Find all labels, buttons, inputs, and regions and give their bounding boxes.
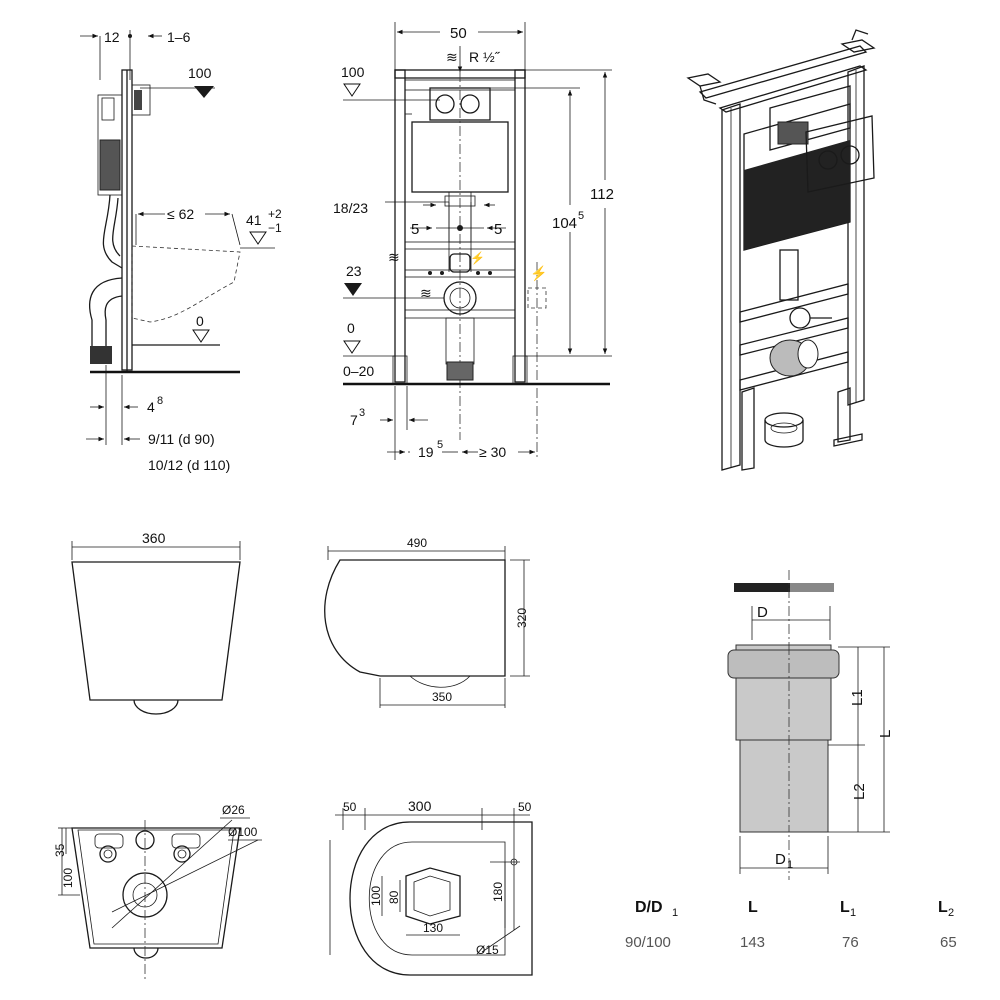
- bowl-side-view: 490 320 350: [324, 536, 530, 708]
- dim-7-sup: 3: [359, 407, 365, 419]
- bowl-depth-label: 350: [432, 690, 452, 704]
- label-l1: L1: [849, 689, 866, 706]
- dim-100-top-label: 100: [369, 886, 383, 906]
- level-0-label: 0: [196, 313, 204, 329]
- svg-text:≋: ≋: [388, 249, 400, 265]
- bowl-top-view: 50 300 50 100 80 130 180 Ø15: [329, 798, 533, 976]
- dia-26-label: Ø26: [222, 803, 245, 817]
- dim-9-11-label: 9/11 (d 90): [148, 431, 215, 447]
- dim-le62-label: ≤ 62: [167, 206, 194, 222]
- dim-35-label: 35: [53, 843, 67, 857]
- table-header-l2-sub: 2: [948, 907, 954, 919]
- dim-41-tol-minus: −1: [268, 221, 282, 235]
- label-d1-sub: 1: [787, 859, 793, 871]
- connector-pipe-drawing: D L1 L2 L D 1: [727, 570, 894, 880]
- bowl-height-label: 320: [515, 608, 529, 628]
- label-d: D: [757, 604, 768, 621]
- dim-300-label: 300: [408, 798, 432, 814]
- table-header-l1-sub: 1: [850, 907, 856, 919]
- spec-table: D/D 1 L L 1 L 2 90/100 143 76 65: [625, 899, 957, 951]
- table-cell-d-d1: 90/100: [625, 934, 671, 951]
- range-0-20-label: 0–20: [343, 363, 374, 379]
- level-23-label: 23: [346, 263, 362, 279]
- frame-side-view: 12 1–6 100 ≤ 62 41 +2 −1: [80, 29, 282, 473]
- level-100-label: 100: [341, 64, 365, 80]
- dim-50-right-label: 50: [518, 800, 532, 814]
- dim-4-label: 4: [147, 399, 155, 415]
- dim-19-label: 19: [418, 444, 434, 460]
- dia-15-label: Ø15: [476, 943, 499, 957]
- dim-4-sup: 8: [157, 395, 163, 407]
- svg-text:≋: ≋: [420, 285, 432, 301]
- dim-104-sup: 5: [578, 210, 584, 222]
- dim-10-12-label: 10/12 (d 110): [148, 457, 230, 473]
- dim-112-label: 112: [590, 186, 614, 203]
- frame-front-view: 50 ≋ R ½˝ 100: [333, 22, 614, 460]
- dim-104-label: 104: [552, 215, 577, 232]
- dim-50-label: 50: [450, 25, 467, 42]
- dim-41-label: 41: [246, 212, 262, 228]
- label-l: L: [877, 730, 894, 738]
- table-cell-l2: 65: [940, 934, 957, 951]
- dim-7-label: 7: [350, 412, 358, 428]
- dim-5-left-label: 5: [411, 221, 419, 238]
- label-l2: L2: [851, 783, 868, 800]
- label-d1: D: [775, 851, 786, 868]
- table-header-d-d1-sub: 1: [672, 907, 678, 919]
- level-0-label: 0: [347, 320, 355, 336]
- table-cell-l: 143: [740, 934, 765, 951]
- table-header-l: L: [748, 899, 758, 916]
- dim-19-sup: 5: [437, 439, 443, 451]
- bowl-back-view: Ø26 Ø100 35 100: [53, 803, 262, 980]
- frame-perspective-view: [686, 29, 876, 471]
- dim-18-23-label: 18/23: [333, 200, 368, 216]
- bowl-length-label: 490: [407, 536, 427, 550]
- table-cell-l1: 76: [842, 934, 859, 951]
- dim-ge30-label: ≥ 30: [479, 444, 506, 460]
- dim-1-6-label: 1–6: [167, 29, 191, 45]
- dim-50-left-label: 50: [343, 800, 357, 814]
- dim-180-label: 180: [491, 882, 505, 902]
- dia-100-label: Ø100: [228, 825, 258, 839]
- level-100-label: 100: [188, 65, 212, 81]
- dim-41-tol-plus: +2: [268, 207, 282, 221]
- dim-12-label: 12: [104, 29, 120, 45]
- table-header-d-d1: D/D: [635, 899, 663, 916]
- dim-100-label: 100: [61, 868, 75, 888]
- table-header-l2: L: [938, 899, 948, 916]
- bowl-width-label: 360: [142, 530, 166, 546]
- supply-r-label: R ½˝: [469, 49, 501, 65]
- svg-text:⚡: ⚡: [530, 265, 547, 282]
- bowl-front-view: 360: [71, 530, 241, 715]
- svg-text:≋: ≋: [446, 49, 458, 65]
- dim-5-right-label: 5: [494, 221, 502, 238]
- dim-80-label: 80: [387, 890, 401, 904]
- svg-text:⚡: ⚡: [470, 251, 485, 265]
- table-header-l1: L: [840, 899, 850, 916]
- dim-130-label: 130: [423, 921, 443, 935]
